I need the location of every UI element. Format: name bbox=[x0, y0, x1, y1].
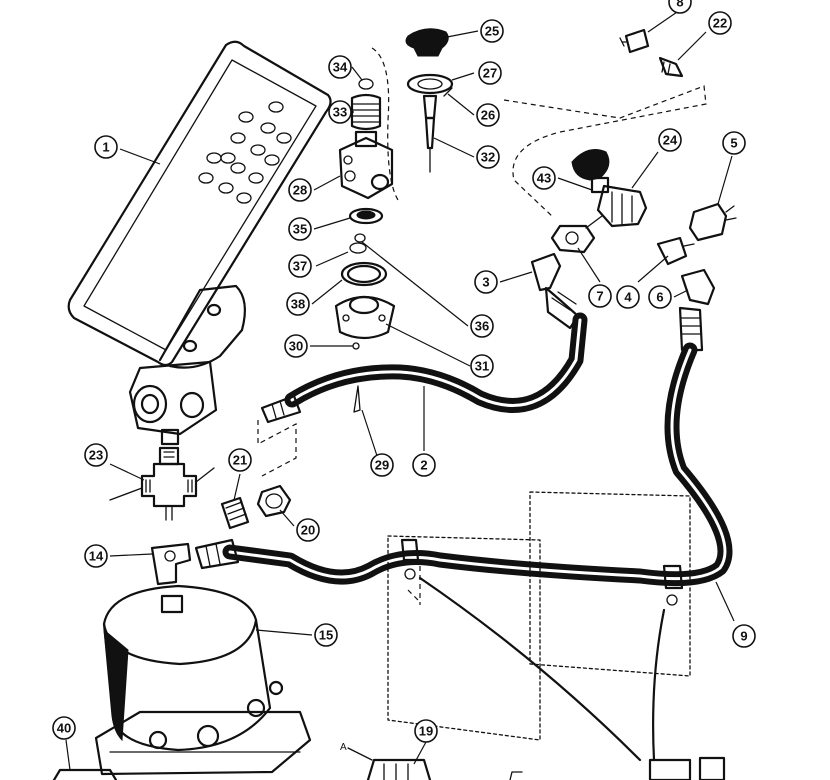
svg-text:2: 2 bbox=[420, 458, 427, 473]
callout-26: 26 bbox=[476, 103, 500, 127]
callout-40: 40 bbox=[52, 716, 76, 740]
routing-line-left bbox=[257, 420, 297, 477]
callout-7: 7 bbox=[588, 284, 612, 308]
svg-text:22: 22 bbox=[713, 16, 727, 31]
callout-9: 9 bbox=[732, 624, 756, 648]
svg-text:8: 8 bbox=[676, 0, 683, 10]
svg-text:29: 29 bbox=[375, 458, 389, 473]
svg-text:34: 34 bbox=[333, 60, 348, 75]
svg-text:6: 6 bbox=[656, 290, 663, 305]
callout-32: 32 bbox=[476, 145, 500, 169]
callout-1: 1 bbox=[94, 135, 118, 159]
svg-text:4: 4 bbox=[624, 290, 632, 305]
svg-text:14: 14 bbox=[89, 549, 104, 564]
svg-text:1: 1 bbox=[102, 140, 109, 155]
callout-6: 6 bbox=[648, 285, 672, 309]
svg-text:30: 30 bbox=[289, 339, 303, 354]
callout-15: 15 bbox=[314, 623, 338, 647]
routing-line-top bbox=[503, 85, 707, 219]
tee-fitting bbox=[109, 446, 215, 521]
callout-31: 31 bbox=[470, 354, 494, 378]
svg-text:7: 7 bbox=[596, 289, 603, 304]
svg-text:24: 24 bbox=[663, 133, 678, 148]
svg-text:3: 3 bbox=[482, 275, 489, 290]
svg-text:9: 9 bbox=[740, 629, 747, 644]
callout-20: 20 bbox=[296, 518, 320, 542]
valve-knob-stem bbox=[405, 28, 454, 173]
svg-text:31: 31 bbox=[475, 359, 489, 374]
bottom-brackets: A bbox=[52, 742, 523, 780]
callout-23: 23 bbox=[84, 443, 108, 467]
svg-text:21: 21 bbox=[233, 453, 247, 468]
callout-3: 3 bbox=[474, 270, 498, 294]
callout-34: 34 bbox=[328, 55, 352, 79]
routing-line-valve bbox=[371, 47, 399, 201]
svg-text:28: 28 bbox=[293, 183, 307, 198]
valve-stack bbox=[334, 78, 396, 413]
svg-text:33: 33 bbox=[333, 105, 347, 120]
callout-37: 37 bbox=[288, 254, 312, 278]
callout-4: 4 bbox=[616, 285, 640, 309]
callout-19: 19 bbox=[414, 719, 438, 743]
mounting-clamps bbox=[387, 491, 726, 780]
air-reservoir-tank bbox=[94, 584, 312, 776]
switch-and-fitting bbox=[619, 28, 684, 78]
svg-text:40: 40 bbox=[57, 721, 71, 736]
note-letter: A bbox=[340, 742, 347, 753]
callout-5: 5 bbox=[722, 131, 746, 155]
svg-text:36: 36 bbox=[475, 319, 489, 334]
pedal-tread-studs bbox=[198, 101, 292, 204]
dash-control-valve bbox=[530, 149, 648, 330]
svg-text:25: 25 bbox=[485, 24, 499, 39]
pedal-treadle-assembly bbox=[67, 40, 332, 446]
svg-text:26: 26 bbox=[481, 108, 495, 123]
callout-2: 2 bbox=[412, 453, 436, 477]
callout-14: 14 bbox=[84, 544, 108, 568]
callout-8: 8 bbox=[668, 0, 692, 14]
svg-text:19: 19 bbox=[419, 724, 433, 739]
svg-text:5: 5 bbox=[730, 136, 737, 151]
callout-30: 30 bbox=[284, 334, 308, 358]
callout-21: 21 bbox=[228, 448, 252, 472]
svg-text:23: 23 bbox=[89, 448, 103, 463]
right-fittings bbox=[656, 202, 737, 352]
svg-text:20: 20 bbox=[301, 523, 315, 538]
callout-22: 22 bbox=[708, 11, 732, 35]
hose-9 bbox=[194, 342, 733, 587]
callout-25: 25 bbox=[480, 19, 504, 43]
callout-leaders bbox=[65, 9, 735, 771]
callout-29: 29 bbox=[370, 453, 394, 477]
callout-36: 36 bbox=[470, 314, 494, 338]
svg-text:32: 32 bbox=[481, 150, 495, 165]
callout-24: 24 bbox=[658, 128, 682, 152]
callout-43: 43 bbox=[532, 166, 556, 190]
svg-text:15: 15 bbox=[319, 628, 333, 643]
callout-38: 38 bbox=[286, 292, 310, 316]
svg-text:38: 38 bbox=[291, 297, 305, 312]
routing-line-clamp bbox=[407, 566, 421, 605]
svg-text:27: 27 bbox=[483, 66, 497, 81]
svg-text:37: 37 bbox=[293, 259, 307, 274]
hose-2 bbox=[260, 312, 588, 424]
callout-28: 28 bbox=[288, 178, 312, 202]
fittings-20-21 bbox=[220, 484, 292, 530]
elbow-fitting bbox=[150, 542, 192, 586]
svg-text:35: 35 bbox=[293, 222, 307, 237]
callout-35: 35 bbox=[288, 217, 312, 241]
callout-33: 33 bbox=[328, 100, 352, 124]
callout-27: 27 bbox=[478, 61, 502, 85]
svg-text:43: 43 bbox=[537, 171, 551, 186]
